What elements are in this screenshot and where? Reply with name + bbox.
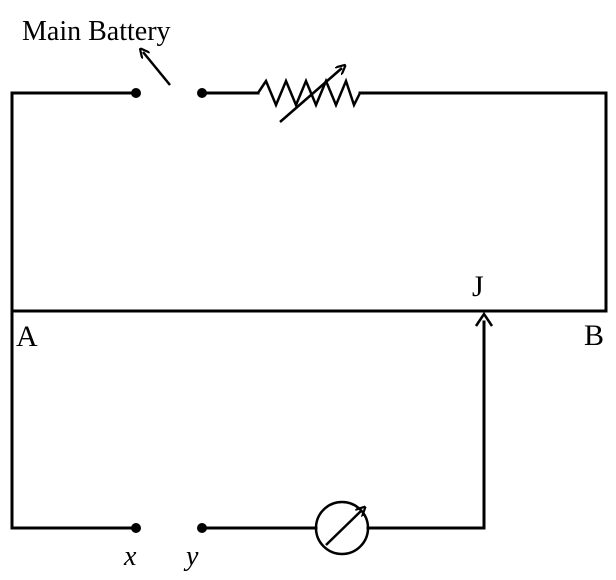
terminal-x-label: x	[123, 541, 137, 572]
rheostat-icon	[256, 77, 362, 109]
jockey-arrow-icon	[474, 311, 494, 327]
terminal-x-dot	[131, 523, 141, 533]
battery-terminal-right	[197, 88, 207, 98]
battery-terminal-left	[131, 88, 141, 98]
jockey-label: J	[472, 270, 484, 303]
secondary-bottom-wire-right	[366, 320, 486, 530]
point-a-label: A	[16, 320, 38, 353]
point-b-label: B	[584, 319, 604, 352]
galvanometer-needle-arrow	[325, 510, 362, 546]
main-battery-pointer-arrow	[143, 52, 171, 86]
terminal-y-label: y	[183, 541, 199, 572]
secondary-left-wire	[10, 309, 138, 530]
main-battery-label: Main Battery	[22, 16, 171, 47]
rheostat-variable-arrow	[279, 68, 342, 123]
